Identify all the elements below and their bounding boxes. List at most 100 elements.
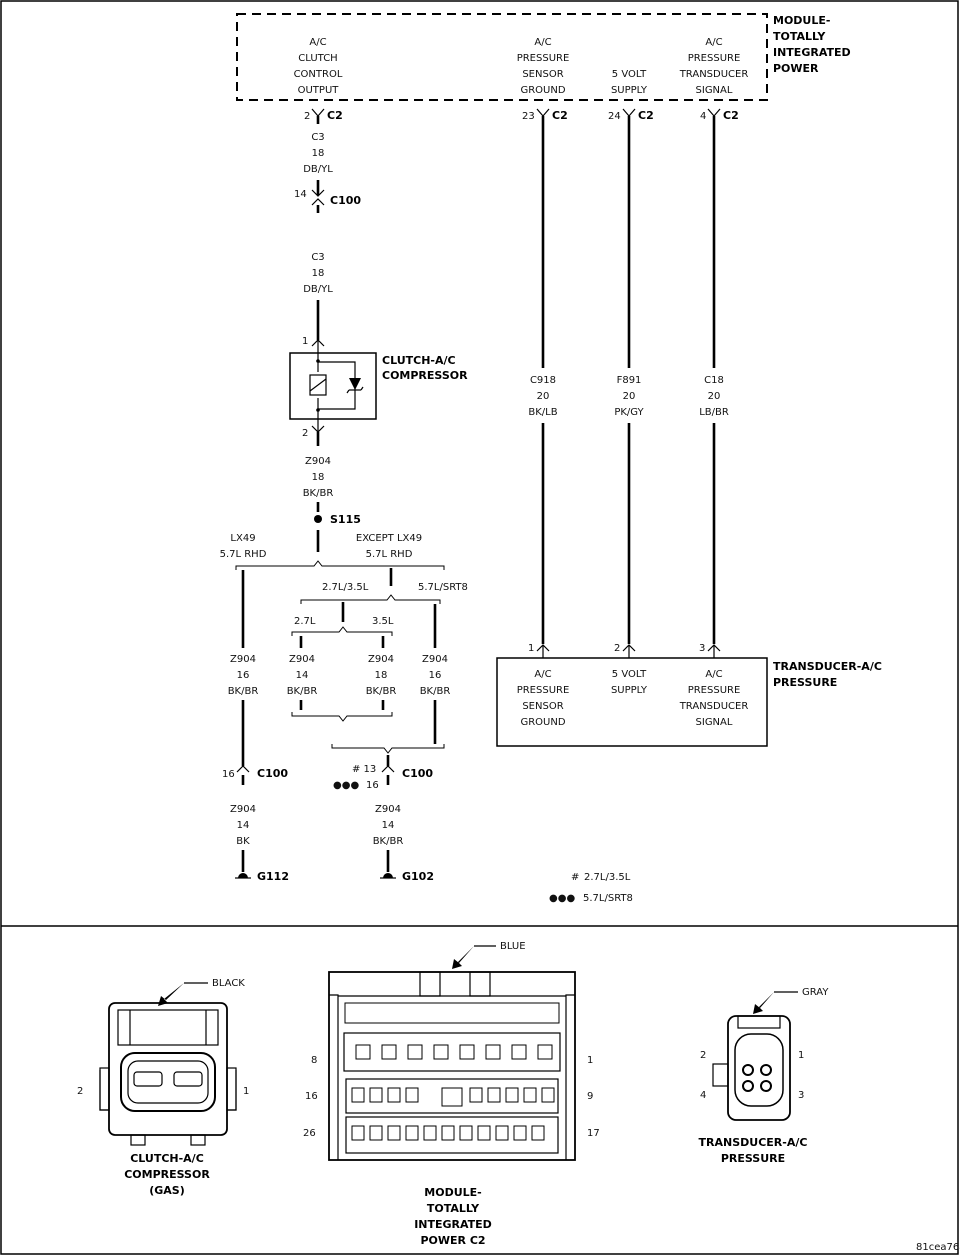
pin-label-line: SENSOR [522,701,563,712]
wire-color: BK/BR [287,686,318,697]
module-pin-transducer-signal: A/C PRESSURE TRANSDUCER SIGNAL [679,37,749,96]
legend: # 2.7L/3.5L ●●● 5.7L/SRT8 [549,872,633,904]
module-title: MODULE- TOTALLY INTEGRATED POWER [773,14,851,75]
pin-number: 16 [305,1091,318,1102]
option-label: 3.5L [372,616,394,627]
pin-dots: ●●● [333,780,359,791]
pin-label-line: A/C [534,37,551,48]
wire-circuit: Z904 [230,804,256,815]
figure-id: 81cea76a [916,1242,960,1253]
pin-number: 24 [608,111,621,122]
wire-label-c3-lower: C3 18 DB/YL [303,252,333,295]
wire-gauge: 18 [312,268,325,279]
connector-c100-left: 16 C100 [222,765,288,785]
wire-circuit: C918 [530,375,556,386]
option-brace-27-35 [291,626,393,636]
wire-label-z904-g112: Z904 14 BK [230,804,256,847]
module-title-line: MODULE- [773,14,830,27]
wire-circuit: F891 [617,375,642,386]
pin-number: 2 [614,643,620,654]
option-label: EXCEPT LX49 [356,533,422,544]
pin-label-line: SIGNAL [696,85,733,96]
pin-label-line: OUTPUT [298,85,340,96]
connector-clutch-pin1: 1 [302,336,325,353]
option-label: 5.7L RHD [220,549,267,560]
wire-gauge: 14 [296,670,309,681]
connector-name: C2 [327,109,343,122]
pin-number: 2 [302,428,308,439]
pin-number: 3 [798,1090,804,1101]
wire-color: BK [236,836,250,847]
connector-c2-pin4: 4 C2 [700,108,739,122]
pin-label-line: A/C [534,669,551,680]
pin-number: 3 [699,643,705,654]
connector-name: C2 [552,109,568,122]
pin-number: 16 [366,780,379,791]
option-lx49: LX49 5.7L RHD [220,533,267,560]
pin-label-line: GROUND [520,85,565,96]
wire-label-z904-27: Z904 14 BK/BR [287,654,318,697]
wire-gauge: 16 [429,670,442,681]
wire-color: BK/BR [373,836,404,847]
pin-label-line: CLUTCH [298,53,337,64]
wire-color: DB/YL [303,164,333,175]
transducer-connector-view: GRAY 2 1 4 3 TRANSDUCER-A/C PRESSURE [699,987,830,1165]
wire-color: DB/YL [303,284,333,295]
transducer-title-line: PRESSURE [773,676,837,689]
connector-c100-right: # 13 ●●● 16 C100 [333,755,433,791]
connector-color: BLACK [212,978,245,989]
pin-number: 4 [700,1090,706,1101]
transducer-pin-supply: 5 VOLT SUPPLY [611,669,648,696]
pin-number: 8 [311,1055,317,1066]
pin-number: 16 [222,769,235,780]
option-label: 2.7L [294,616,316,627]
pin-label-line: SIGNAL [696,717,733,728]
ground-g112: G112 [235,870,289,883]
option-label: 5.7L RHD [366,549,413,560]
clutch-connector-view: BLACK 2 1 CLUTCH-A/C COMPRESSOR (GAS) [77,978,249,1197]
transducer-title-line: TRANSDUCER-A/C [773,660,882,673]
wire-circuit: Z904 [422,654,448,665]
pin-number: 2 [700,1050,706,1061]
option-label: LX49 [230,533,255,544]
option-35: 3.5L [372,616,394,627]
connector-name: C100 [330,194,361,207]
wire-gauge: 20 [623,391,636,402]
pin-number: 23 [522,111,535,122]
connector-c2-pin2: 2 C2 [304,108,343,124]
connector-c2-pin24: 24 C2 [608,108,654,122]
pin-label-line: SUPPLY [611,685,648,696]
transducer-box [496,657,768,747]
wire-label-z904-upper: Z904 18 BK/BR [303,456,334,499]
splice-s115: S115 [314,513,361,526]
transducer-connector-pins: 1 2 3 [528,643,721,658]
clutch-ac-compressor [289,352,377,420]
wire-label-c3-upper: C3 18 DB/YL [303,132,333,175]
pin-label-line: A/C [705,37,722,48]
clutch-title: CLUTCH-A/C COMPRESSOR [382,354,468,382]
pin-label-line: PRESSURE [517,685,570,696]
legend-symbol: ●●● [549,893,575,904]
ground-name: G112 [257,870,289,883]
pin-number: 1 [243,1086,249,1097]
connector-color: BLUE [500,941,526,952]
wire-circuit: C3 [311,132,324,143]
option-brace-sub [300,594,441,604]
module-title-line: INTEGRATED [773,46,851,59]
option-brace-main [235,560,445,570]
pin-label-line: SUPPLY [611,85,648,96]
wire-label-c18: C18 20 LB/BR [699,375,729,418]
pin-label-line: SENSOR [522,69,563,80]
pin-label-line: TRANSDUCER [679,701,749,712]
connector-clutch-pin2: 2 [302,419,325,446]
wire-label-z904-57: Z904 16 BK/BR [420,654,451,697]
wire-gauge: 14 [382,820,395,831]
wire-label-c918: C918 20 BK/LB [528,375,557,418]
module-pin-5v-supply: 5 VOLT SUPPLY [611,69,648,96]
wire-label-f891: F891 20 PK/GY [614,375,644,418]
view-title-line: TRANSDUCER-A/C [699,1136,808,1149]
wire-gauge: 16 [237,670,250,681]
view-title-line: CLUTCH-A/C [130,1152,204,1165]
wire-gauge: 18 [375,670,388,681]
option-label: 2.7L/3.5L [322,582,369,593]
